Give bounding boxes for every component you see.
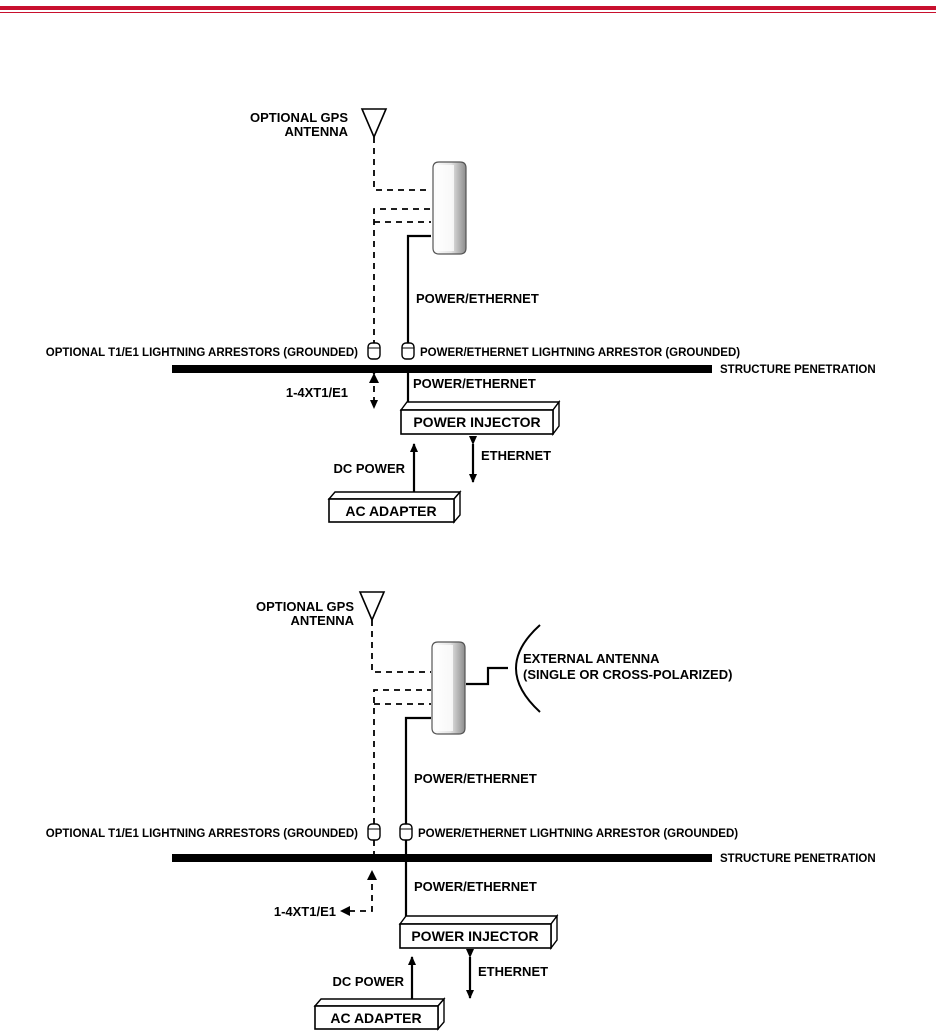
- pe-arrestor-label: POWER/ETHERNET LIGHTNING ARRESTOR (GROUN…: [418, 828, 738, 840]
- ac-adapter-box: [313, 997, 446, 1031]
- dc-power-label: DC POWER: [334, 461, 406, 476]
- gps-antenna-icon: [358, 591, 386, 623]
- power-injector-box: [399, 399, 561, 437]
- structure-bar: [172, 365, 712, 373]
- structure-penetration-label: STRUCTURE PENETRATION: [720, 364, 876, 376]
- power-ethernet-upper-label: POWER/ETHERNET: [416, 291, 539, 306]
- t1-arrestors-label: OPTIONAL T1/E1 LIGHTNING ARRESTORS (GROU…: [46, 347, 358, 359]
- pe-arrestor-icon: [399, 823, 413, 841]
- diagram-1: OPTIONAL GPS ANTENNA POWER/ETHERNET OPTI…: [46, 108, 876, 524]
- external-antenna-label-line2: (SINGLE OR CROSS-POLARIZED): [523, 667, 732, 682]
- power-injector-box: [398, 913, 559, 951]
- ac-adapter-box: [327, 490, 462, 524]
- t1e1-label: 1-4XT1/E1: [274, 904, 336, 919]
- radio-unit-icon: [432, 161, 467, 255]
- pe-arrestor-icon: [401, 342, 415, 360]
- dc-power-label: DC POWER: [333, 974, 405, 989]
- ethernet-label: ETHERNET: [481, 448, 551, 463]
- power-injector-label: POWER INJECTOR: [411, 928, 538, 944]
- power-injector-label: POWER INJECTOR: [413, 414, 540, 430]
- gps-label-line1: OPTIONAL GPS: [256, 599, 354, 614]
- gps-label-line1: OPTIONAL GPS: [250, 110, 348, 125]
- power-ethernet-upper-label: POWER/ETHERNET: [414, 771, 537, 786]
- ac-adapter-label: AC ADAPTER: [330, 1010, 421, 1026]
- t1-arrestors-label: OPTIONAL T1/E1 LIGHTNING ARRESTORS (GROU…: [46, 828, 358, 840]
- ethernet-label: ETHERNET: [478, 964, 548, 979]
- power-ethernet-lower-label: POWER/ETHERNET: [413, 376, 536, 391]
- header-rule: [0, 6, 936, 10]
- diagram-2: OPTIONAL GPS ANTENNA EXTERNAL ANTENNA (S…: [46, 591, 876, 1031]
- power-ethernet-lower-label: POWER/ETHERNET: [414, 879, 537, 894]
- t1-arrestor-icon: [367, 342, 381, 360]
- t1-arrestor-icon: [367, 823, 381, 841]
- header-rule-thin: [0, 12, 936, 13]
- pe-arrestor-label: POWER/ETHERNET LIGHTNING ARRESTOR (GROUN…: [420, 347, 740, 359]
- external-antenna-icon: [515, 624, 541, 713]
- ac-adapter-label: AC ADAPTER: [345, 503, 436, 519]
- gps-label-line2: ANTENNA: [284, 124, 348, 139]
- gps-antenna-icon: [360, 108, 388, 140]
- structure-penetration-label: STRUCTURE PENETRATION: [720, 853, 876, 865]
- radio-unit-icon: [431, 641, 466, 735]
- gps-label-line2: ANTENNA: [290, 613, 354, 628]
- structure-bar: [172, 854, 712, 862]
- external-antenna-label-line1: EXTERNAL ANTENNA: [523, 651, 660, 666]
- t1e1-label: 1-4XT1/E1: [286, 385, 348, 400]
